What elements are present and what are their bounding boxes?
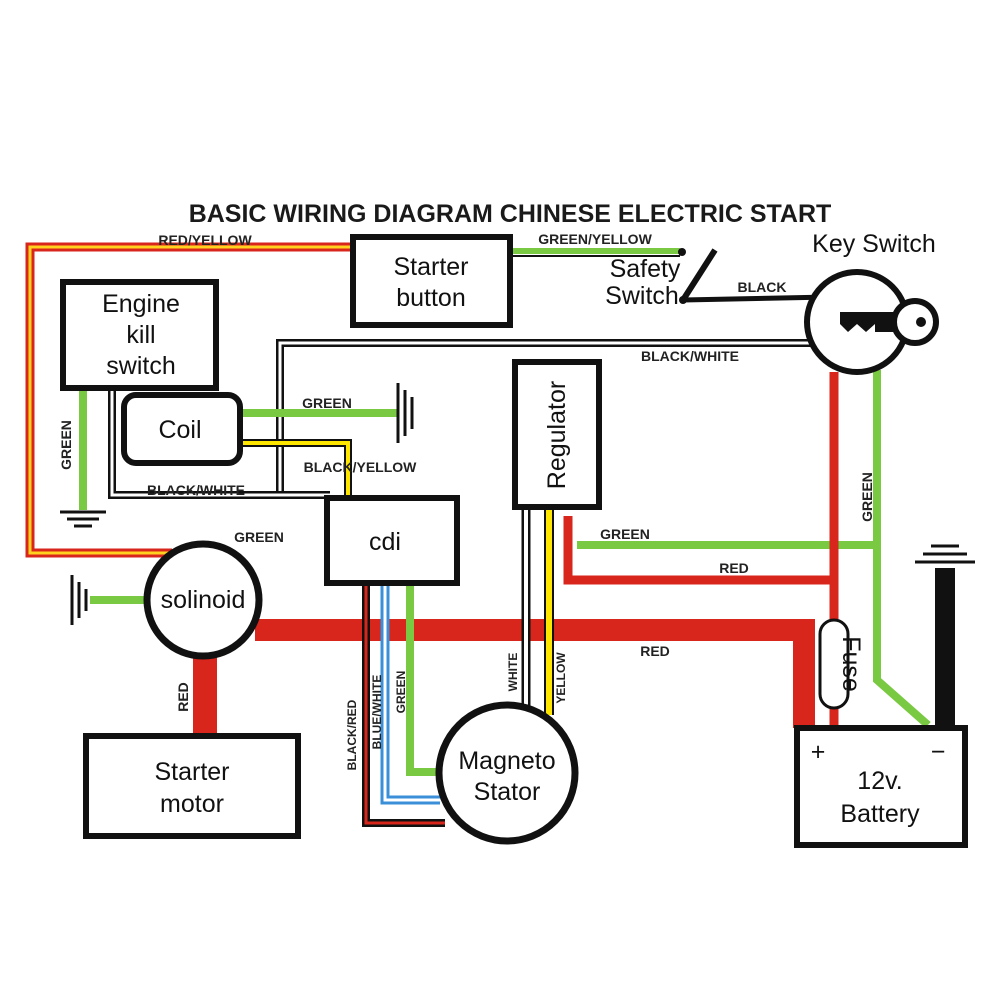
- battery-label-1: 12v.: [857, 767, 902, 795]
- starter-button: Starter button: [350, 234, 513, 328]
- battery: + − 12v. Battery: [794, 725, 968, 848]
- battery-minus-label: −: [931, 738, 946, 766]
- diagram-title: BASIC WIRING DIAGRAM CHINESE ELECTRIC ST…: [189, 200, 832, 228]
- starter-button-label-2: button: [396, 284, 466, 312]
- red-main-label: RED: [640, 643, 670, 659]
- yellow-label: YELLOW: [554, 652, 568, 704]
- solenoid: solinoid: [143, 540, 263, 660]
- red-regulator-label: RED: [719, 560, 749, 576]
- black-yellow-wire: [240, 439, 352, 497]
- regulator: Regulator: [512, 359, 602, 510]
- battery-ground: [915, 544, 975, 728]
- kill-switch-label-3: switch: [106, 352, 175, 380]
- fuse: Fuse: [818, 618, 865, 710]
- green-solenoid-label: GREEN: [234, 529, 284, 545]
- black-red-label: BLACK/RED: [345, 699, 359, 770]
- kill-switch-label-1: Engine: [102, 290, 180, 318]
- engine-kill-switch: Engine kill switch: [60, 279, 219, 391]
- battery-label-2: Battery: [840, 800, 920, 828]
- white-label: WHITE: [506, 653, 520, 692]
- green-coil-label: GREEN: [302, 395, 352, 411]
- red-yellow-label: RED/YELLOW: [158, 232, 252, 248]
- magneto-label-2: Stator: [474, 778, 541, 806]
- safety-switch-lever: [679, 248, 831, 304]
- red-yellow-wire: [25, 242, 350, 558]
- solenoid-label: solinoid: [161, 586, 246, 614]
- green-key-wire: [577, 370, 931, 728]
- fuse-label: Fuse: [837, 636, 865, 692]
- red-starter-wire: [193, 655, 217, 735]
- key-switch-label: Key Switch: [812, 230, 936, 258]
- starter-motor-label-1: Starter: [154, 758, 229, 786]
- battery-plus-label: +: [811, 738, 826, 766]
- green-yellow-label: GREEN/YELLOW: [538, 231, 652, 247]
- black-yellow-label: BLACK/YELLOW: [304, 459, 418, 475]
- key-icon: [840, 298, 939, 346]
- magneto-label-1: Magneto: [458, 747, 555, 775]
- black-white-top-label: BLACK/WHITE: [641, 348, 739, 364]
- green-regulator-label: GREEN: [600, 526, 650, 542]
- blue-white-wire: [380, 585, 440, 805]
- green-kill-label: GREEN: [58, 420, 74, 470]
- green-stator-wire: [406, 585, 440, 776]
- cdi-unit: cdi: [324, 495, 460, 586]
- magneto-stator: Magneto Stator: [435, 701, 579, 845]
- green-key-label: GREEN: [859, 472, 875, 522]
- green-solenoid-wire: [70, 575, 150, 625]
- red-main-wire: [255, 619, 815, 728]
- starter-motor: Starter motor: [83, 733, 301, 839]
- black-white-bottom-label: BLACK/WHITE: [147, 482, 245, 498]
- safety-switch-label-2: Switch: [605, 282, 679, 310]
- regulator-label: Regulator: [543, 381, 571, 489]
- starter-motor-label-2: motor: [160, 790, 224, 818]
- coil-label: Coil: [158, 416, 201, 444]
- kill-switch-label-2: kill: [126, 321, 155, 349]
- black-red-wire: [362, 585, 445, 827]
- safety-switch-label-1: Safety: [610, 255, 681, 283]
- red-starter-label: RED: [175, 682, 191, 712]
- green-coil-wire: [240, 383, 414, 443]
- green-kill-wire: [60, 388, 106, 528]
- green-stator-label: GREEN: [394, 671, 408, 714]
- starter-button-label-1: Starter: [393, 253, 468, 281]
- cdi-label: cdi: [369, 528, 401, 556]
- black-label: BLACK: [738, 279, 787, 295]
- green-yellow-wire: [513, 248, 686, 257]
- key-switch: Key Switch: [804, 230, 939, 375]
- blue-white-label: BLUE/WHITE: [370, 675, 384, 750]
- coil: Coil: [121, 392, 243, 466]
